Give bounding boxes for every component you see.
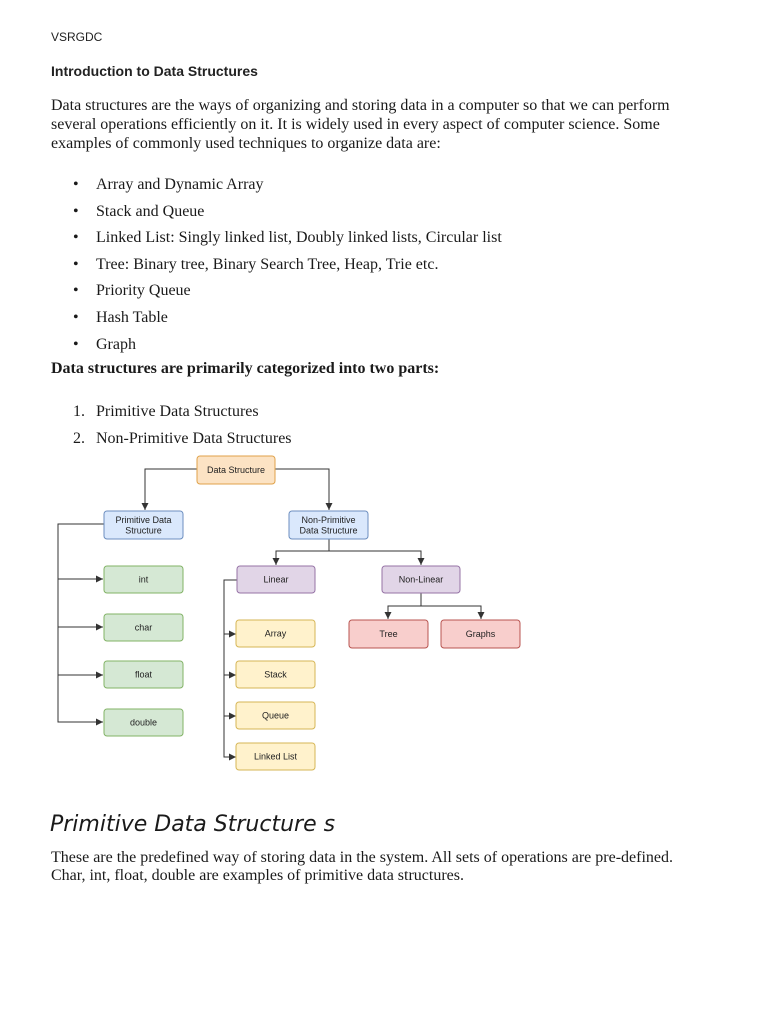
primitive-type-int-box xyxy=(103,565,184,594)
connector-arrow xyxy=(384,593,422,619)
connector-arrow xyxy=(421,605,485,619)
item-label: Non-Primitive Data Structures xyxy=(96,429,292,447)
connector-arrow xyxy=(275,468,333,510)
primitive-type-char-box xyxy=(103,613,184,642)
list-item: 1. Primitive Data Structures xyxy=(51,402,292,429)
list-item: Array and Dynamic Array xyxy=(51,174,502,201)
primitive-type-float-box xyxy=(103,660,184,689)
list-item: Graph xyxy=(51,334,502,361)
non-primitive-node-label: Non-Primitive xyxy=(301,515,355,525)
primitive-type-double-box xyxy=(103,708,184,737)
root-node-label: Data Structure xyxy=(207,465,265,475)
non-primitive-node-label: Data Structure xyxy=(299,525,357,535)
linear-type-linked-list: Linked List xyxy=(235,742,316,771)
connector-arrow xyxy=(329,550,425,565)
list-item: Hash Table xyxy=(51,307,502,334)
section-body: These are the predefined way of storing … xyxy=(51,849,674,884)
primitive-type-float-label: float xyxy=(135,670,153,680)
connector-line xyxy=(57,523,104,723)
primitive-node-box xyxy=(103,510,184,540)
item-number: 1. xyxy=(73,403,85,420)
list-item: Priority Queue xyxy=(51,280,502,307)
non-linear-node-box xyxy=(381,565,461,594)
non-linear-type-graphs-label: Graphs xyxy=(466,629,496,639)
primitive-type-double: double xyxy=(103,708,184,737)
linear-type-queue-label: Queue xyxy=(262,711,289,721)
categories-list: 1. Primitive Data Structures 2. Non-Primit… xyxy=(51,402,292,455)
non-linear-type-tree-box xyxy=(348,619,429,649)
linear-type-queue-box xyxy=(235,701,316,730)
linear-type-linked-list-label: Linked List xyxy=(254,752,298,762)
list-item: 2. Non-Primitive Data Structures xyxy=(51,429,292,456)
diagram-connectors xyxy=(57,468,485,761)
intro-paragraph: Data structures are the ways of organizi… xyxy=(51,97,670,152)
item-label: Primitive Data Structures xyxy=(96,403,259,420)
primitive-node-label: Structure xyxy=(125,525,162,535)
primitive-type-int: int xyxy=(103,565,184,594)
non-linear-node: Non-Linear xyxy=(381,565,461,594)
primitive-type-char: char xyxy=(103,613,184,642)
examples-list: Array and Dynamic Array Stack and Queue … xyxy=(51,174,502,360)
primitive-type-char-label: char xyxy=(135,623,153,633)
list-item: Tree: Binary tree, Binary Search Tree, H… xyxy=(51,254,502,281)
linear-type-queue: Queue xyxy=(235,701,316,730)
linear-type-stack-box xyxy=(235,660,316,689)
root-node: Data Structure xyxy=(196,455,276,485)
linear-node: Linear xyxy=(236,565,316,594)
primitive-type-float: float xyxy=(103,660,184,689)
page-title: Introduction to Data Structures xyxy=(51,63,258,79)
linear-type-array-label: Array xyxy=(265,629,287,639)
primitive-type-double-label: double xyxy=(130,718,157,728)
list-item: Stack and Queue xyxy=(51,201,502,228)
linear-node-box xyxy=(236,565,316,594)
non-linear-type-tree: Tree xyxy=(348,619,429,649)
section-title: Primitive Data Structure s xyxy=(50,812,336,837)
list-item: Linked List: Singly linked list, Doubly … xyxy=(51,227,502,254)
page-header: VSRGDC xyxy=(51,30,103,44)
connector-line xyxy=(223,579,237,758)
non-primitive-node-box xyxy=(288,510,369,540)
linear-type-stack: Stack xyxy=(235,660,316,689)
non-linear-type-tree-label: Tree xyxy=(379,629,397,639)
linear-type-array: Array xyxy=(235,619,316,648)
item-number: 2. xyxy=(73,429,85,447)
non-linear-type-graphs-box xyxy=(440,619,521,649)
connector-arrow xyxy=(272,539,330,565)
categories-heading: Data structures are primarily categorize… xyxy=(51,360,440,377)
linear-type-stack-label: Stack xyxy=(264,670,287,680)
root-node-box xyxy=(196,455,276,485)
connector-arrow xyxy=(141,468,197,510)
linear-type-array-box xyxy=(235,619,316,648)
primitive-type-int-label: int xyxy=(139,575,149,585)
linear-node-label: Linear xyxy=(263,575,288,585)
primitive-node-label: Primitive Data xyxy=(115,515,171,525)
linear-type-linked-list-box xyxy=(235,742,316,771)
non-linear-node-label: Non-Linear xyxy=(399,575,444,585)
non-linear-type-graphs: Graphs xyxy=(440,619,521,649)
